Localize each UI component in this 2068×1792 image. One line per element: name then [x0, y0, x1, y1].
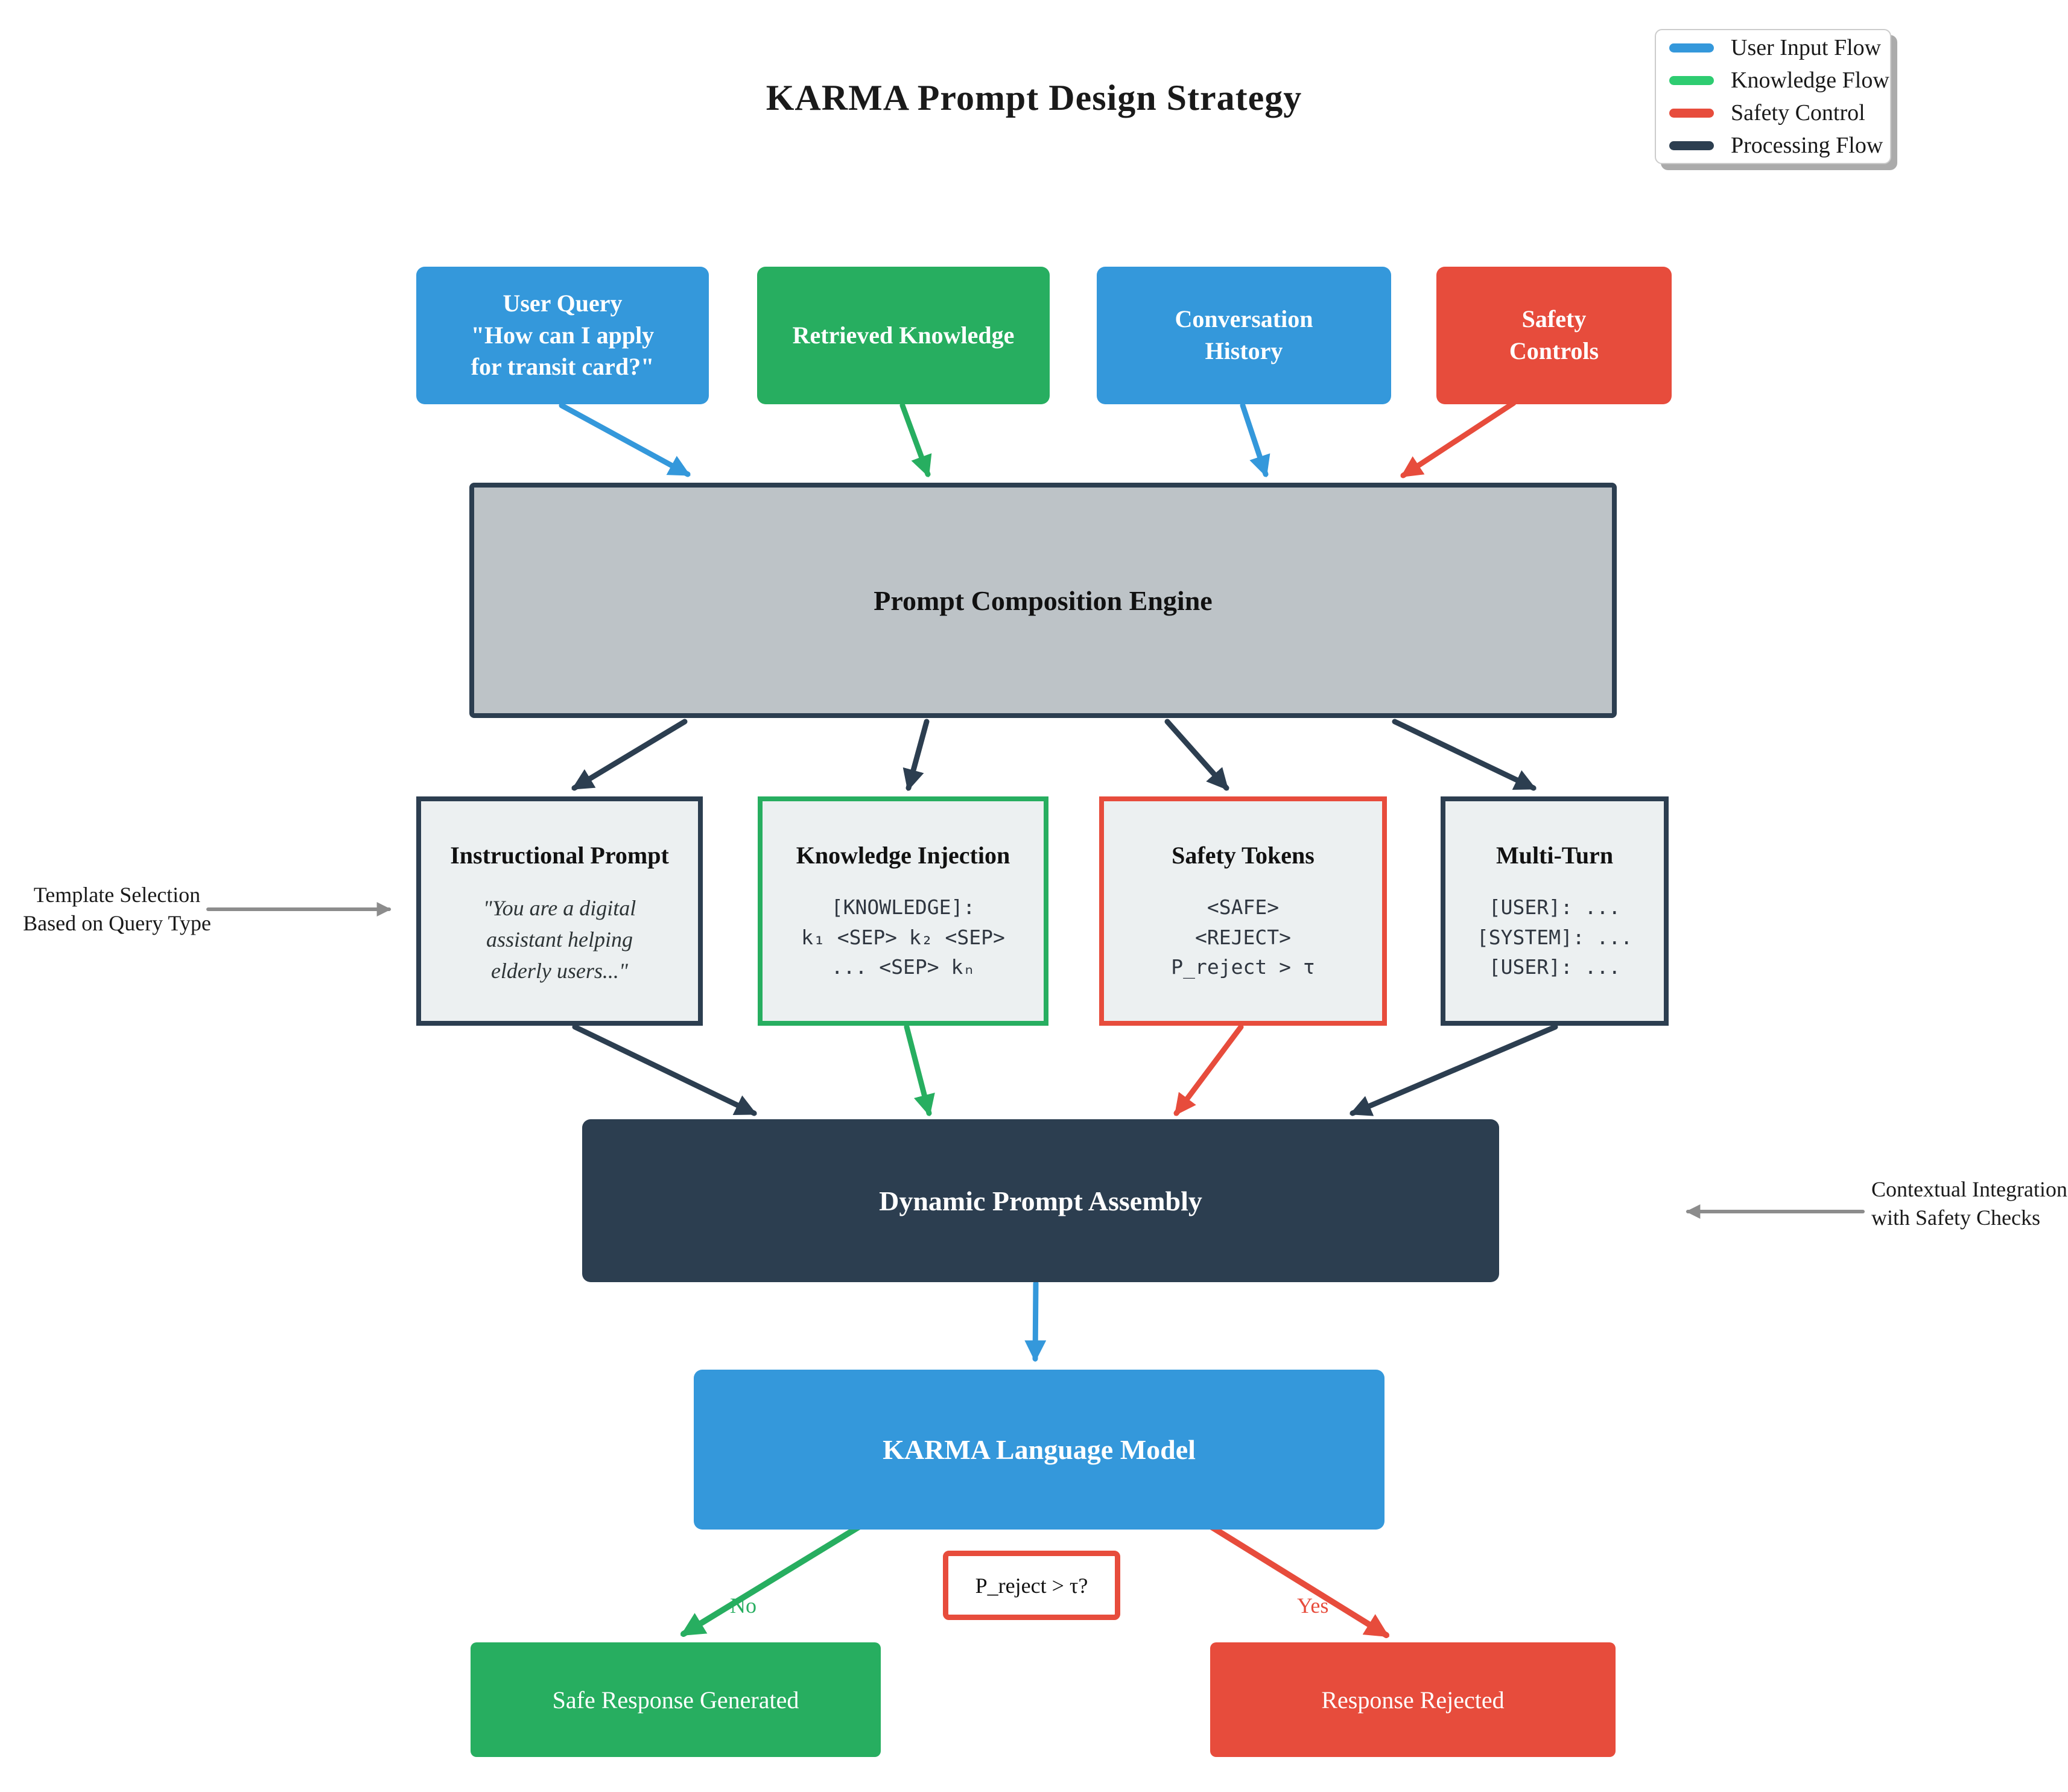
- conversation-history-label: Conversation History: [1175, 305, 1313, 364]
- legend-label-processing-flow: Processing Flow: [1731, 133, 1883, 158]
- edge-label-no: No: [730, 1593, 756, 1618]
- node-dynamic-prompt-assembly: Dynamic Prompt Assembly: [582, 1119, 1499, 1282]
- arrow-engine-to-instructional-prompt: [571, 719, 688, 791]
- legend-label-knowledge-flow: Knowledge Flow: [1731, 68, 1889, 93]
- legend: User Input Flow Knowledge Flow Safety Co…: [1655, 29, 1891, 164]
- arrow-model-to-response-rejected: [1206, 1522, 1390, 1638]
- prompt-composition-engine-label: Prompt Composition Engine: [874, 585, 1213, 616]
- legend-swatch-safety-control: [1669, 108, 1714, 118]
- annotation-template-selection: Template Selection Based on Query Type: [23, 883, 211, 935]
- edge-label-yes: Yes: [1297, 1593, 1329, 1618]
- arrow-conversation-history-to-engine: [1240, 402, 1270, 478]
- arrow-multi-turn-to-assembly: [1350, 1024, 1558, 1116]
- node-knowledge-injection: Knowledge Injection [KNOWLEDGE]: k₁ <SEP…: [758, 796, 1048, 1026]
- node-instructional-prompt: Instructional Prompt "You are a digital …: [416, 796, 703, 1026]
- node-retrieved-knowledge: Retrieved Knowledge: [757, 267, 1050, 404]
- legend-swatch-knowledge-flow: [1669, 75, 1714, 85]
- arrow-engine-to-knowledge-injection: [902, 719, 930, 792]
- legend-item-processing-flow: Processing Flow: [1656, 133, 1890, 158]
- legend-item-user-input-flow: User Input Flow: [1656, 35, 1890, 60]
- legend-item-knowledge-flow: Knowledge Flow: [1656, 68, 1890, 93]
- arrow-retrieved-knowledge-to-engine: [899, 402, 932, 478]
- node-conversation-history: Conversation History: [1097, 267, 1391, 404]
- legend-swatch-user-input-flow: [1669, 43, 1714, 52]
- node-response-rejected: Response Rejected: [1210, 1642, 1616, 1757]
- knowledge-injection-title: Knowledge Injection: [796, 842, 1010, 869]
- node-karma-language-model: KARMA Language Model: [694, 1370, 1384, 1530]
- instructional-prompt-title: Instructional Prompt: [450, 842, 669, 869]
- node-multi-turn: Multi-Turn [USER]: ... [SYSTEM]: ... [US…: [1441, 796, 1669, 1026]
- node-safe-response-generated: Safe Response Generated: [471, 1642, 881, 1757]
- arrow-engine-to-multi-turn: [1392, 719, 1537, 791]
- retrieved-knowledge-label: Retrieved Knowledge: [792, 321, 1015, 349]
- node-decision-p-reject: P_reject > τ?: [943, 1551, 1120, 1620]
- legend-swatch-processing-flow: [1669, 141, 1714, 150]
- legend-item-safety-control: Safety Control: [1656, 100, 1890, 126]
- multi-turn-body: [USER]: ... [SYSTEM]: ... [USER]: ...: [1476, 895, 1633, 979]
- safety-tokens-body: <SAFE> <REJECT> P_reject > τ: [1171, 895, 1315, 979]
- decision-label: P_reject > τ?: [975, 1573, 1088, 1598]
- arrow-user-query-to-engine: [559, 402, 691, 477]
- instructional-prompt-body: "You are a digital assistant helping eld…: [483, 896, 636, 983]
- arrow-safety-tokens-to-assembly: [1173, 1024, 1244, 1116]
- response-rejected-label: Response Rejected: [1321, 1686, 1505, 1714]
- node-safety-controls: Safety Controls: [1436, 267, 1672, 404]
- diagram-title: KARMA Prompt Design Strategy: [766, 78, 1302, 118]
- legend-label-safety-control: Safety Control: [1731, 100, 1865, 126]
- node-prompt-composition-engine: Prompt Composition Engine: [469, 483, 1617, 718]
- safety-tokens-title: Safety Tokens: [1172, 842, 1315, 869]
- safe-response-generated-label: Safe Response Generated: [552, 1686, 799, 1714]
- arrow-knowledge-injection-to-assembly: [904, 1024, 935, 1117]
- legend-label-user-input-flow: User Input Flow: [1731, 35, 1882, 60]
- node-user-query: User Query "How can I apply for transit …: [416, 267, 709, 404]
- multi-turn-title: Multi-Turn: [1495, 842, 1614, 869]
- arrow-instructional-prompt-to-assembly: [572, 1024, 757, 1116]
- karma-language-model-label: KARMA Language Model: [883, 1434, 1196, 1465]
- annotation-contextual-integration: Contextual Integration with Safety Check…: [1871, 1177, 2067, 1230]
- node-safety-tokens: Safety Tokens <SAFE> <REJECT> P_reject >…: [1099, 796, 1387, 1026]
- safety-controls-label: Safety Controls: [1509, 305, 1599, 364]
- arrow-assembly-to-model: [1024, 1280, 1047, 1362]
- arrow-safety-controls-to-engine: [1400, 400, 1517, 478]
- knowledge-injection-body: [KNOWLEDGE]: k₁ <SEP> k₂ <SEP> ... <SEP>…: [801, 895, 1005, 979]
- dynamic-prompt-assembly-label: Dynamic Prompt Assembly: [879, 1185, 1202, 1216]
- user-query-label: User Query "How can I apply for transit …: [471, 289, 655, 381]
- arrow-engine-to-safety-tokens: [1164, 719, 1229, 791]
- arrow-model-to-safe-response: [680, 1522, 864, 1637]
